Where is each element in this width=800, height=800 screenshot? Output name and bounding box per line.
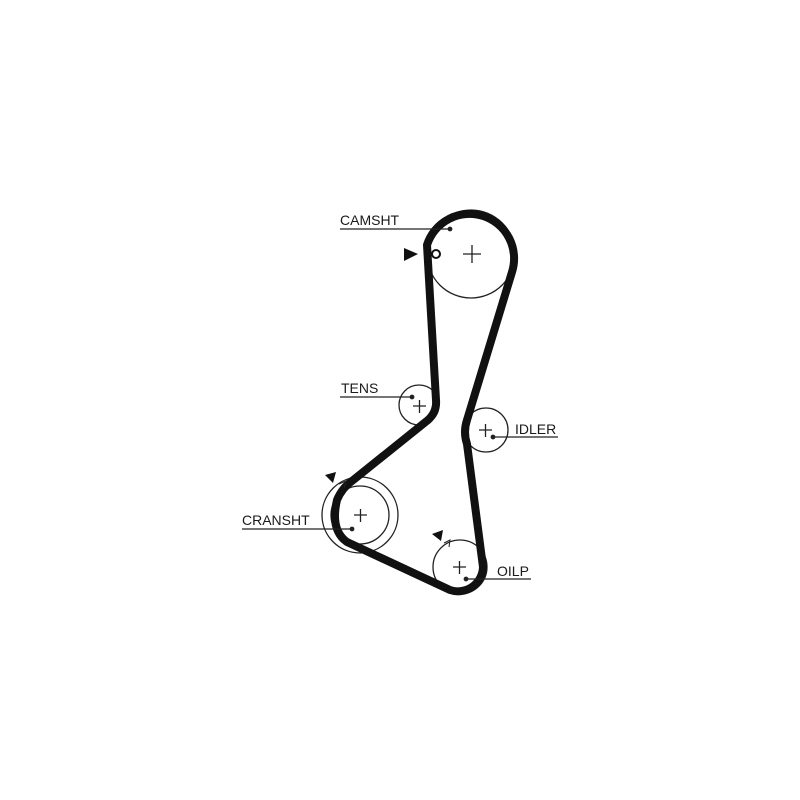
crankshaft-label: CRANSHT bbox=[242, 512, 310, 528]
tensioner-center-cross bbox=[413, 400, 426, 413]
camshaft-center-cross bbox=[463, 245, 481, 263]
timing-belt bbox=[331, 209, 519, 596]
oil-pump-timing-notch-icon bbox=[443, 539, 451, 548]
crankshaft-timing-notch-icon bbox=[338, 480, 347, 489]
camshaft-timing-hole-icon bbox=[431, 249, 441, 259]
camshaft-label: CAMSHT bbox=[340, 212, 400, 228]
camshaft-timing-arrow-icon bbox=[404, 248, 418, 261]
crankshaft-center-cross bbox=[354, 509, 367, 522]
idler-center-cross bbox=[479, 424, 492, 437]
oil-pump-timing-arrow-icon bbox=[432, 530, 443, 541]
oil-pump-label: OILP bbox=[497, 563, 529, 579]
tensioner-label: TENS bbox=[341, 380, 378, 396]
crankshaft-timing-arrow-icon bbox=[325, 472, 336, 483]
idler-label: IDLER bbox=[515, 421, 556, 437]
oil-pump-center-cross bbox=[453, 561, 466, 574]
